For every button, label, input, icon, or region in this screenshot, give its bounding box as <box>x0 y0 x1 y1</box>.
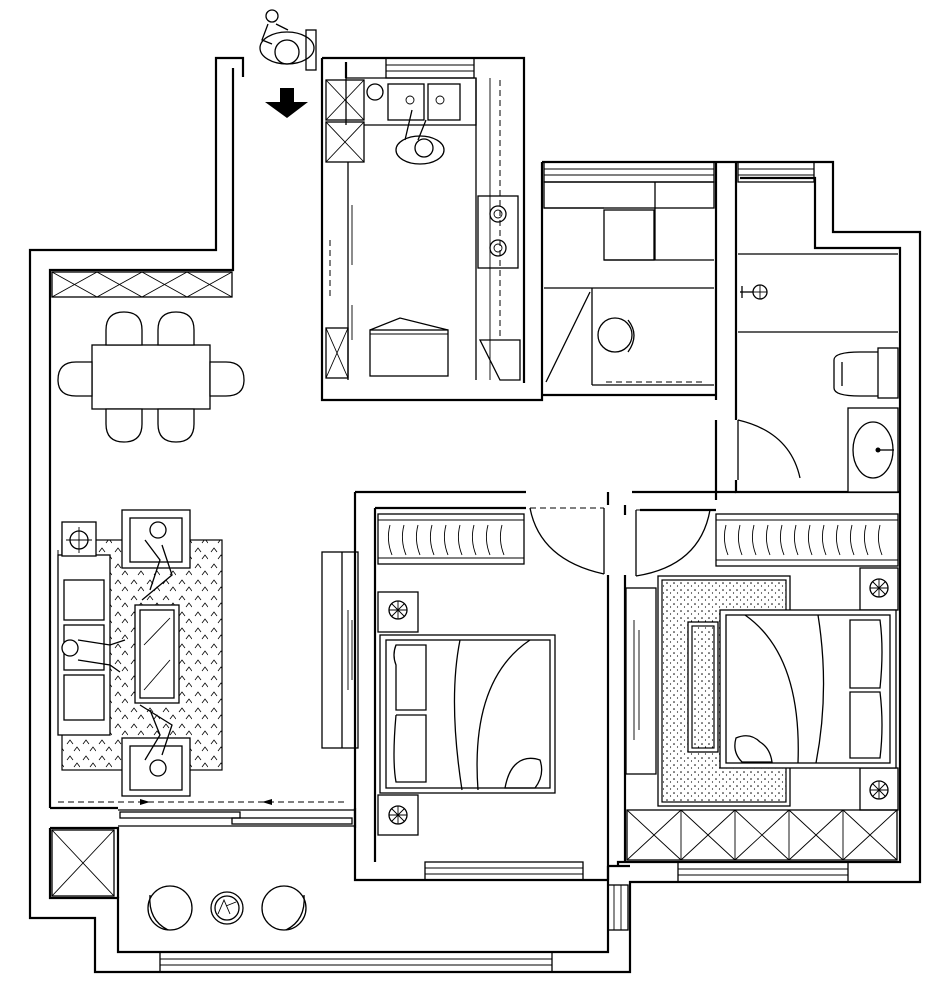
toilet-icon <box>833 347 899 399</box>
windows <box>159 57 849 973</box>
wardrobe-icon <box>715 513 899 567</box>
table-icon <box>134 604 180 704</box>
balcony <box>51 829 307 931</box>
door-swing-icon <box>715 419 801 492</box>
washing-machine-icon <box>369 317 449 377</box>
person-icon <box>61 521 173 777</box>
entrance <box>259 9 317 118</box>
chair-icon <box>597 317 635 353</box>
person-icon <box>395 109 445 165</box>
washbasin-icon <box>847 407 899 493</box>
door-swing-icon <box>529 507 605 575</box>
table-icon <box>210 891 244 925</box>
wardrobe-icon <box>377 513 525 565</box>
dining-area <box>51 271 245 443</box>
entry-arrow-icon <box>265 88 308 118</box>
sliding-door <box>58 799 355 827</box>
utility-room <box>543 181 715 386</box>
plant-icon <box>377 591 419 836</box>
shower-icon <box>740 284 768 300</box>
bed-icon <box>719 609 897 769</box>
person-icon <box>259 9 317 71</box>
sink-icon <box>387 83 461 121</box>
door-swing-icon <box>635 509 711 577</box>
bathroom <box>715 253 899 493</box>
chair-icon <box>57 311 245 443</box>
table-icon <box>91 344 211 410</box>
bedroom-secondary <box>321 507 605 836</box>
bed-icon <box>379 634 556 794</box>
kitchen <box>325 77 521 381</box>
stove-icon <box>477 195 519 269</box>
living-room <box>57 509 223 797</box>
bedroom-master <box>625 509 899 861</box>
chair-icon <box>147 885 307 931</box>
